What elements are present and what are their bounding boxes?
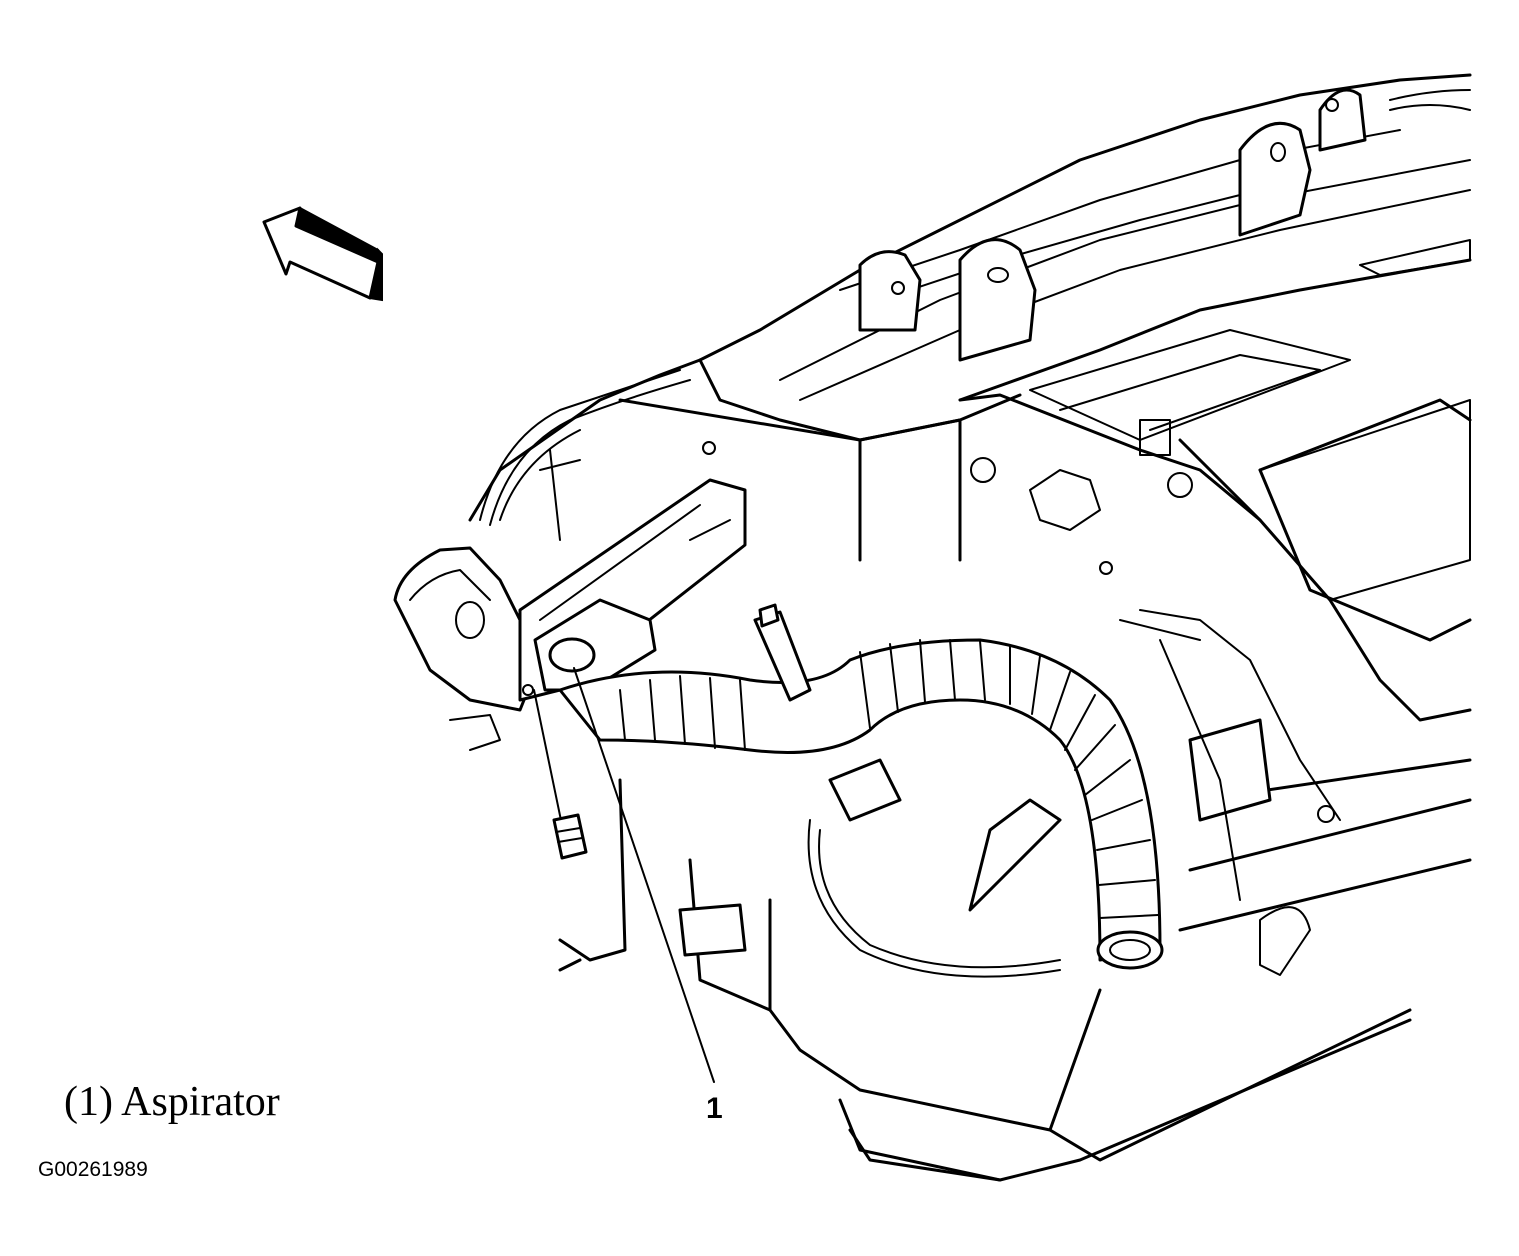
hvac-housing — [468, 73, 1472, 1182]
mounting-ears — [858, 88, 1367, 362]
aspirator-duct — [393, 546, 542, 712]
screw-icon — [533, 689, 588, 860]
figure-id: G00261989 — [38, 1158, 148, 1181]
forward-arrow-icon — [262, 206, 383, 302]
wiring — [479, 89, 1471, 978]
callout-leader-line — [573, 667, 715, 1083]
small-components — [449, 419, 1341, 976]
callout-number: 1 — [706, 1092, 723, 1125]
corrugated-hose — [558, 638, 1164, 970]
housing-ribs — [779, 129, 1471, 601]
aspirator-bracket — [518, 441, 747, 702]
legend-label: (1) Aspirator — [64, 1079, 280, 1125]
